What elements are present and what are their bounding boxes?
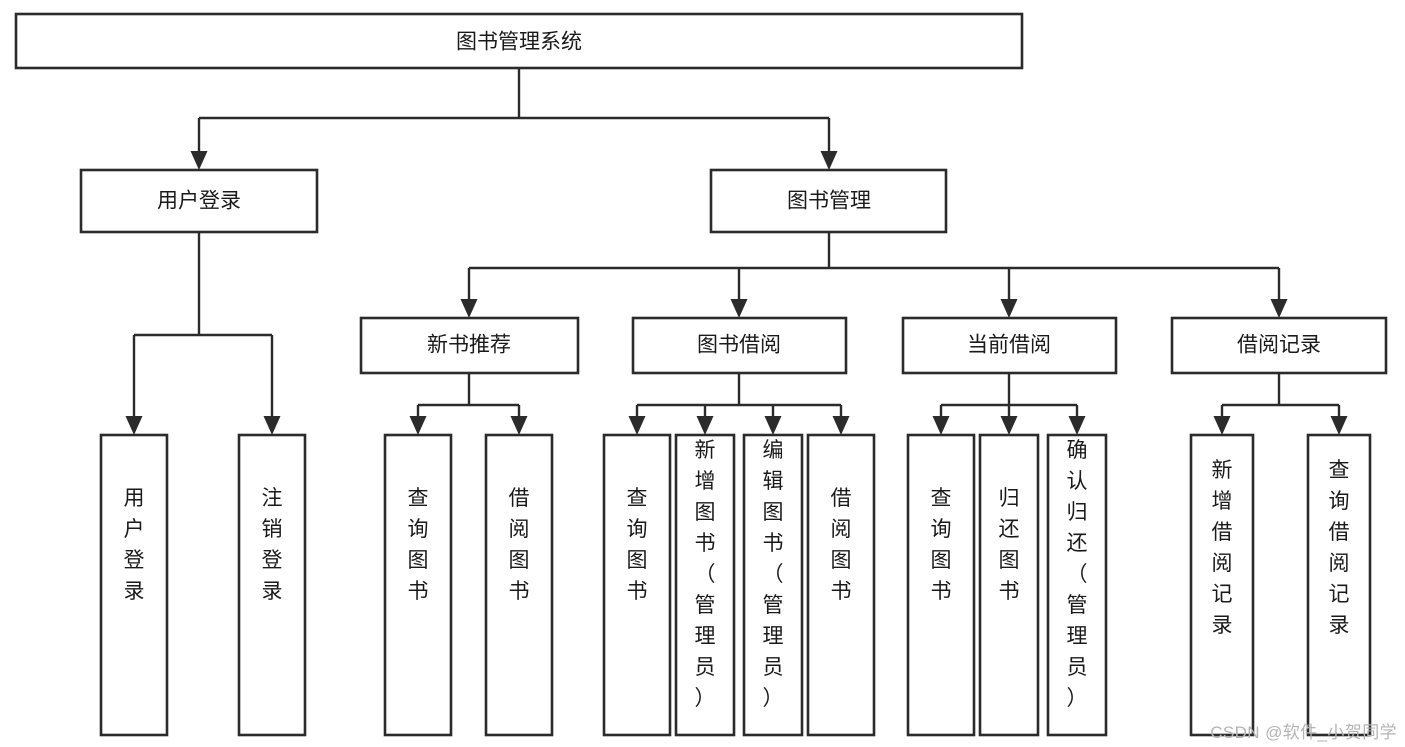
arrow-icon: [510, 416, 528, 435]
node-root-label: 图书管理系统: [456, 31, 582, 54]
watermark: CSDN @软件_小贺同学: [1210, 723, 1397, 742]
leaf-node-borrow-book-1[interactable]: 借阅图书: [484, 433, 554, 737]
node-book-manage[interactable]: 图书管理: [709, 168, 948, 234]
leaf-node-borrow-book-1-label: 借阅图书: [509, 487, 530, 603]
leaf-node-query-record-label: 查询借阅记录: [1329, 459, 1350, 637]
arrow-icon: [1000, 416, 1018, 435]
node-new-book-recommend-label: 新书推荐: [427, 334, 511, 357]
connector-group-borrow-record: [1213, 373, 1348, 435]
arrow-icon: [1068, 416, 1086, 435]
arrow-icon: [263, 416, 281, 435]
leaf-node-query-book-2[interactable]: 查询图书: [602, 433, 672, 737]
node-new-book-recommend[interactable]: 新书推荐: [359, 316, 580, 375]
leaf-node-edit-book-label: 编辑图书（管理员）: [763, 439, 784, 710]
leaf-node-query-book-1[interactable]: 查询图书: [383, 433, 453, 737]
arrow-icon: [1270, 299, 1288, 318]
leaf-node-query-book-3[interactable]: 查询图书: [906, 433, 976, 737]
node-book-borrow-label: 图书借阅: [697, 334, 781, 357]
node-user-login-label: 用户登录: [157, 190, 241, 213]
arrow-icon: [1330, 416, 1348, 435]
node-book-borrow[interactable]: 图书借阅: [631, 316, 848, 375]
leaf-node-query-book-3-label: 查询图书: [931, 487, 952, 603]
leaf-node-user-login[interactable]: 用户登录: [99, 433, 169, 737]
leaf-node-user-logout-label: 注销登录: [262, 487, 283, 603]
node-book-manage-label: 图书管理: [787, 190, 871, 213]
leaf-node-query-book-2-label: 查询图书: [627, 487, 648, 603]
node-current-borrow[interactable]: 当前借阅: [901, 316, 1118, 375]
arrow-icon: [460, 299, 478, 318]
leaf-node-user-login-label: 用户登录: [124, 487, 145, 603]
connector-group-root: [190, 68, 838, 170]
connector-group-user-login: [125, 232, 281, 435]
leaf-node-query-record[interactable]: 查询借阅记录: [1306, 433, 1372, 737]
arrow-icon: [932, 416, 950, 435]
arrow-icon: [190, 151, 208, 170]
leaf-node-return-book-label: 归还图书: [999, 487, 1020, 603]
connector-group-new-book-recommend: [409, 373, 528, 435]
leaf-node-add-book-label: 新增图书（管理员）: [695, 439, 716, 710]
connector-group-book-borrow: [628, 373, 850, 435]
leaf-node-add-book[interactable]: 新增图书（管理员）: [674, 433, 736, 737]
node-current-borrow-label: 当前借阅: [967, 334, 1051, 357]
node-user-login[interactable]: 用户登录: [79, 168, 319, 234]
leaf-node-confirm-return[interactable]: 确认归还（管理员）: [1046, 433, 1108, 737]
leaf-node-user-logout[interactable]: 注销登录: [237, 433, 307, 737]
arrow-icon: [820, 151, 838, 170]
arrow-icon: [696, 416, 714, 435]
arrow-icon: [628, 416, 646, 435]
arrow-icon: [832, 416, 850, 435]
arrow-icon: [1213, 416, 1231, 435]
leaf-node-add-record[interactable]: 新增借阅记录: [1189, 433, 1255, 737]
arrow-icon: [1000, 299, 1018, 318]
leaf-node-return-book[interactable]: 归还图书: [978, 433, 1040, 737]
arrow-icon: [730, 299, 748, 318]
leaf-node-borrow-book-2[interactable]: 借阅图书: [806, 433, 876, 737]
leaf-node-borrow-book-2-label: 借阅图书: [831, 487, 852, 603]
node-borrow-record-label: 借阅记录: [1237, 334, 1321, 357]
leaf-node-edit-book[interactable]: 编辑图书（管理员）: [742, 433, 804, 737]
leaf-node-query-book-1-label: 查询图书: [408, 487, 429, 603]
arrow-icon: [409, 416, 427, 435]
node-root[interactable]: 图书管理系统: [14, 12, 1024, 70]
leaf-node-confirm-return-label: 确认归还（管理员）: [1067, 439, 1088, 710]
node-borrow-record[interactable]: 借阅记录: [1170, 316, 1388, 375]
leaf-node-add-record-label: 新增借阅记录: [1212, 459, 1233, 637]
connector-group-book-manage: [460, 232, 1288, 318]
arrow-icon: [764, 416, 782, 435]
arrow-icon: [125, 416, 143, 435]
connector-group-current-borrow: [932, 373, 1086, 435]
